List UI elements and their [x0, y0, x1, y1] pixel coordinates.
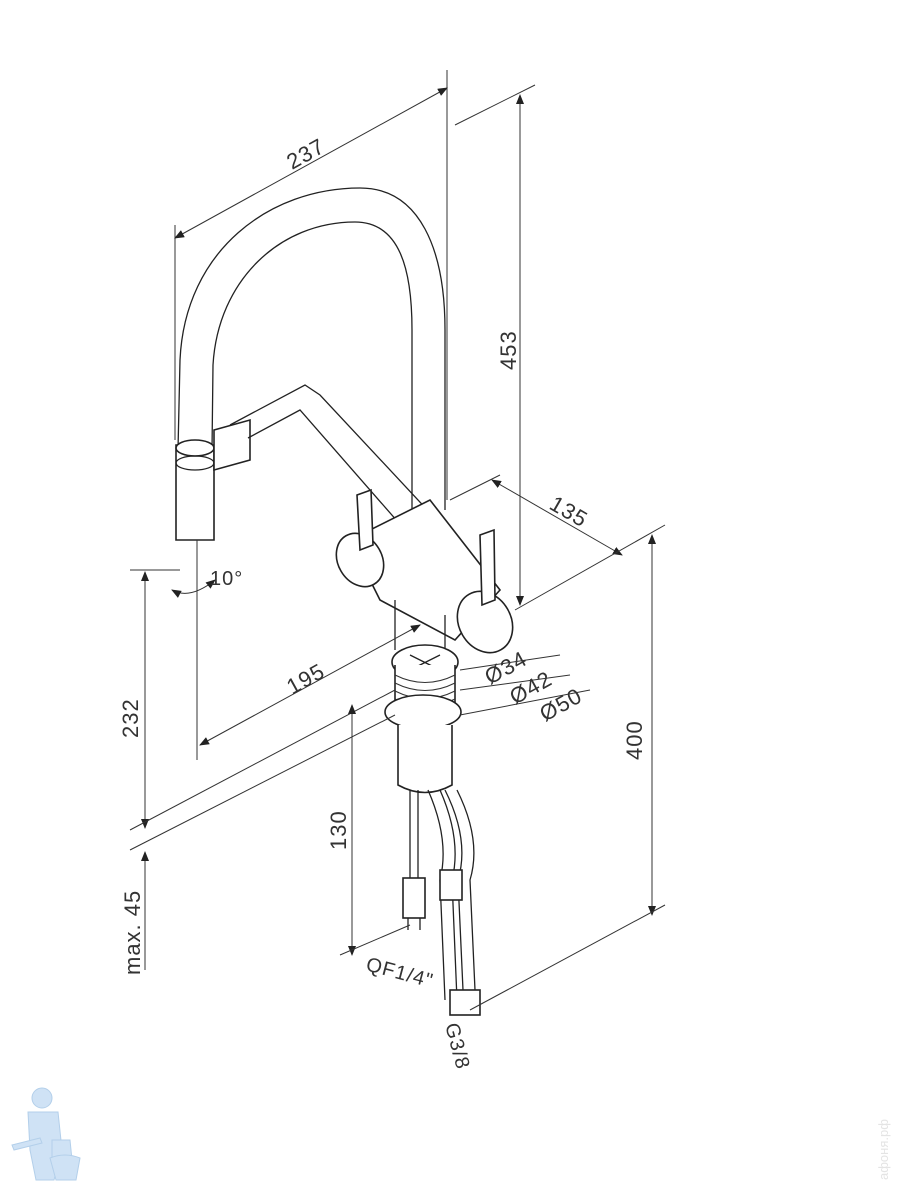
label-g38: G3/8 — [440, 1021, 474, 1072]
dim-angle: 10° — [210, 568, 243, 590]
dim-135: 135 — [546, 491, 593, 533]
dim-453: 453 — [496, 330, 521, 370]
dim-400: 400 — [622, 720, 647, 760]
faucet-spout — [175, 187, 446, 541]
dim-130: 130 — [326, 810, 351, 850]
plumber-logo — [11, 1087, 81, 1181]
dim-232: 232 — [118, 698, 143, 738]
mounting-thread — [384, 644, 462, 794]
label-qf14: QF1/4" — [364, 954, 436, 993]
faucet-body — [335, 488, 514, 655]
dim-237: 237 — [282, 133, 329, 174]
dim-max-45: max. 45 — [120, 890, 145, 975]
hoses — [402, 789, 481, 1016]
watermark: афоня.рф — [876, 1119, 891, 1180]
dim-195: 195 — [282, 658, 329, 699]
dimension-lines — [129, 70, 666, 1011]
